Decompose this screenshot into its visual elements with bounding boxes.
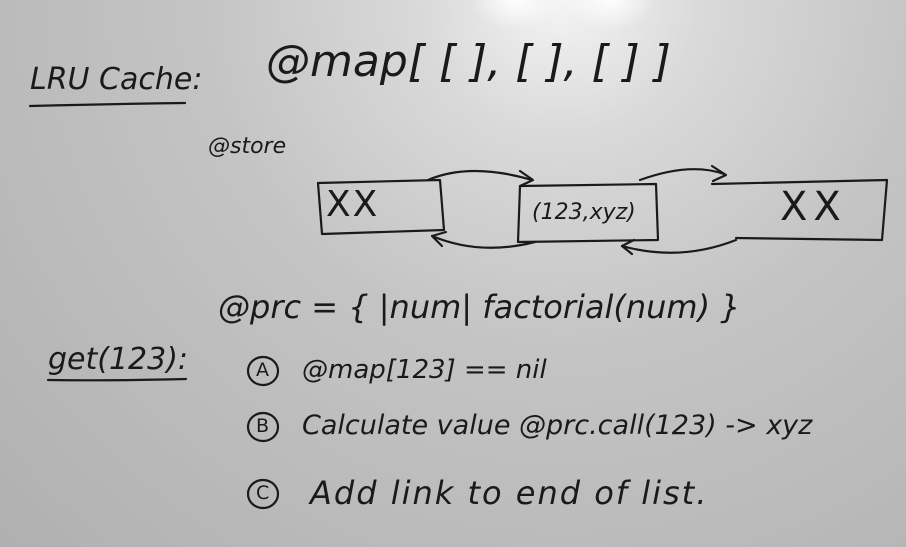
step-b-text: Calculate value @prc.call(123) -> xyz [302, 410, 813, 441]
title-underline [28, 101, 187, 108]
step-b-marker: B [256, 415, 270, 437]
arrow-forward-1 [426, 169, 534, 182]
title: LRU Cache: [30, 62, 203, 97]
arrow-head [518, 169, 535, 188]
node-box-1 [316, 178, 446, 236]
store-label: @store [208, 134, 287, 159]
proc-line: @prc = { |num| factorial(num) } [218, 288, 741, 326]
arrow-head [430, 230, 448, 248]
arrow-back-2 [620, 238, 738, 254]
step-circle-b [246, 411, 280, 443]
node-box-2 [516, 182, 660, 244]
get-call: get(123): [48, 342, 189, 377]
step-circle-a [246, 355, 280, 387]
step-c-text: Add link to end of list. [310, 474, 709, 512]
node-1-label: XX [326, 184, 380, 225]
node-box-3 [710, 178, 889, 242]
arrow-back-1 [430, 234, 537, 249]
step-a-marker: A [256, 359, 269, 381]
step-c-marker: C [256, 482, 270, 504]
step-a-text: @map[123] == nil [302, 355, 547, 385]
step-circle-c [246, 478, 280, 510]
arrow-head [710, 164, 728, 183]
arrow-forward-2 [638, 168, 726, 182]
map-line: @map[ [ ], [ ], [ ] ] [266, 36, 671, 87]
get-underline [46, 377, 188, 382]
node-2-label: (123,xyz) [532, 200, 636, 225]
node-3-label: XX [780, 184, 847, 230]
arrow-head [620, 238, 636, 256]
